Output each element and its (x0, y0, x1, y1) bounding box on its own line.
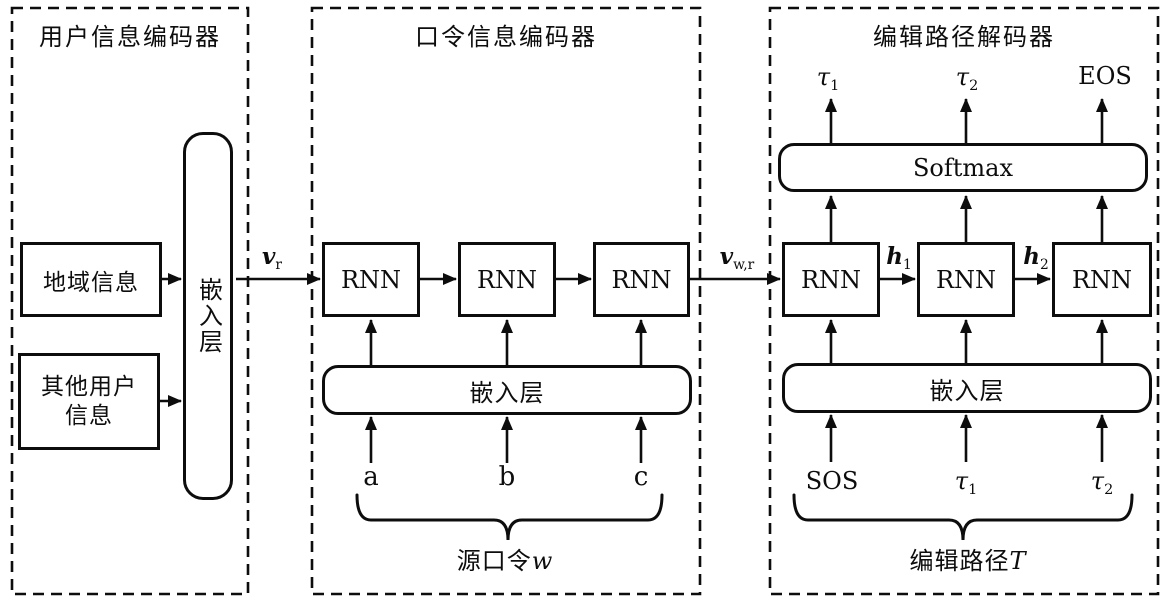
output-eos-base: EOS (1078, 62, 1132, 90)
decoder-rnn1-box: RNN (782, 242, 880, 317)
other-user-info-line2: 信息 (65, 402, 113, 428)
vr-sub: r (275, 256, 282, 273)
h2-sub: 2 (1039, 256, 1049, 273)
input-label-tau2: τ2 (1091, 468, 1113, 499)
vwr-sub: w,r (733, 256, 755, 273)
brace-edit-path (792, 493, 1134, 541)
encoder-rnn2-label: RNN (476, 265, 538, 294)
region-info-box: 地域信息 (20, 242, 162, 317)
h1-base: h (886, 243, 903, 270)
user-embedding-layer-box: 嵌入层 (183, 132, 233, 500)
input-label-sos: SOS (806, 468, 859, 494)
other-user-info-label: 其他用户 信息 (41, 373, 137, 431)
input-label-b: b (498, 462, 516, 492)
hidden-state-h1-label: h1 (886, 244, 912, 273)
edit-path-label: 编辑路径T (909, 548, 1026, 575)
output-label-eos: EOS (1078, 63, 1132, 89)
output-label-tau1: τ1 (817, 64, 839, 95)
output-tau1-base: τ (816, 63, 831, 91)
password-embedding-layer-box: 嵌入层 (322, 365, 692, 415)
input-label-tau1: τ1 (955, 468, 977, 499)
input-tau2-sub: 2 (1104, 482, 1114, 499)
source-password-var: w (531, 547, 554, 575)
edit-path-var: T (1009, 547, 1027, 575)
user-encoder-title: 用户信息编码器 (39, 25, 221, 51)
vwr-base: v (719, 243, 734, 270)
encoder-rnn2-box: RNN (458, 242, 556, 317)
region-info-label: 地域信息 (43, 269, 139, 295)
input-tau1-base: τ (954, 467, 969, 495)
password-encoder-title: 口令信息编码器 (415, 25, 597, 51)
vector-vr-label: vr (262, 244, 282, 273)
output-label-tau2: τ2 (956, 64, 978, 95)
source-password-label: 源口令w (457, 548, 554, 575)
h1-sub: 1 (902, 256, 912, 273)
other-user-info-line1: 其他用户 (41, 373, 137, 399)
decoder-rnn3-label: RNN (1071, 265, 1133, 294)
input-tau2-base: τ (1090, 467, 1105, 495)
h2-base: h (1023, 243, 1040, 270)
input-tau1-sub: 1 (968, 482, 978, 499)
vr-base: v (262, 243, 276, 270)
encoder-rnn3-box: RNN (593, 242, 690, 317)
encoder-rnn1-label: RNN (340, 265, 402, 294)
decoder-rnn3-box: RNN (1052, 242, 1152, 317)
source-password-text: 源口令 (456, 549, 532, 575)
decoder-rnn2-label: RNN (935, 265, 997, 294)
user-embedding-layer-label: 嵌入层 (194, 277, 221, 355)
password-embedding-layer-label: 嵌入层 (469, 380, 545, 407)
encoder-rnn3-label: RNN (611, 265, 672, 294)
decoder-title: 编辑路径解码器 (873, 25, 1055, 51)
input-sos-base: SOS (805, 467, 859, 495)
input-label-a: a (363, 462, 379, 492)
output-tau2-sub: 2 (969, 78, 979, 95)
output-tau2-base: τ (955, 63, 970, 91)
decoder-embedding-layer-label: 嵌入层 (929, 378, 1005, 405)
vector-vwr-label: vw,r (720, 244, 755, 273)
user-encoder-panel-outline (10, 6, 250, 596)
other-user-info-box: 其他用户 信息 (18, 353, 160, 450)
edit-path-text: 编辑路径 (909, 549, 1010, 575)
softmax-box: Softmax (778, 143, 1148, 192)
output-tau1-sub: 1 (830, 78, 840, 95)
decoder-rnn1-label: RNN (800, 265, 862, 294)
brace-source-password (355, 493, 664, 541)
decoder-embedding-layer-box: 嵌入层 (782, 363, 1152, 413)
input-label-c: c (633, 462, 649, 492)
softmax-label: Softmax (912, 153, 1014, 182)
hidden-state-h2-label: h2 (1023, 244, 1049, 273)
encoder-rnn1-box: RNN (322, 242, 420, 317)
decoder-rnn2-box: RNN (917, 242, 1015, 317)
